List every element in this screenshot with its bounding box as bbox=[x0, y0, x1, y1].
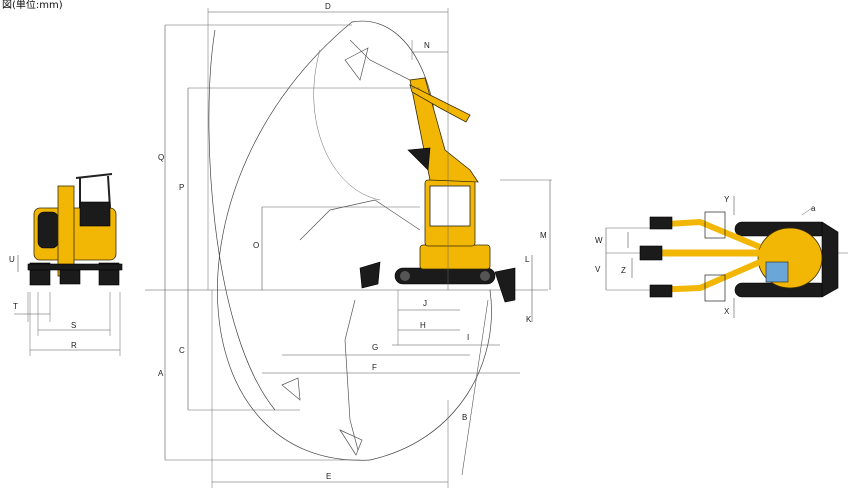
dim-label-Y: Y bbox=[724, 195, 730, 204]
dim-label-P: P bbox=[179, 183, 184, 192]
dim-label-D: D bbox=[325, 2, 331, 11]
front-boom bbox=[57, 185, 75, 277]
front-counterweight bbox=[37, 211, 59, 249]
dim-label-V: V bbox=[595, 265, 601, 274]
side-front-bucket bbox=[359, 261, 381, 289]
top-arm-upper-outline bbox=[704, 211, 726, 239]
dim-label-Z: Z bbox=[621, 266, 626, 275]
front-seat bbox=[79, 201, 111, 227]
dim-label-N: N bbox=[424, 41, 430, 50]
dim-label-Q: Q bbox=[158, 153, 164, 162]
front-bucket bbox=[59, 267, 81, 285]
dim-label-X: X bbox=[724, 307, 730, 316]
side-blade bbox=[494, 267, 516, 303]
ghost-arm-horizontal bbox=[299, 199, 421, 241]
top-view: W V Z Y X a bbox=[595, 195, 848, 318]
dim-label-T: T bbox=[13, 302, 18, 311]
top-bucket-upper bbox=[649, 216, 673, 230]
dim-label-K: K bbox=[526, 315, 532, 324]
ghost-arm-down bbox=[344, 299, 359, 451]
dim-label-I: I bbox=[467, 333, 469, 342]
dim-label-S: S bbox=[71, 321, 76, 330]
top-cab-roof bbox=[765, 261, 789, 283]
dim-label-U: U bbox=[9, 255, 15, 264]
dim-label-O: O bbox=[253, 241, 259, 250]
dim-label-H: H bbox=[420, 321, 426, 330]
dim-label-B: B bbox=[462, 413, 467, 422]
side-upper-body bbox=[419, 244, 491, 270]
dim-label-J: J bbox=[423, 299, 427, 308]
top-bucket-center bbox=[639, 245, 663, 261]
dim-label-F: F bbox=[372, 363, 377, 372]
dim-label-C: C bbox=[179, 346, 185, 355]
dim-label-W: W bbox=[595, 236, 603, 245]
side-bucket bbox=[407, 147, 431, 171]
top-arm-lower-outline bbox=[704, 274, 726, 302]
dim-label-R: R bbox=[71, 341, 77, 350]
ghost-bucket-bottom bbox=[339, 429, 363, 456]
front-blade bbox=[27, 263, 123, 271]
dim-label-G: G bbox=[372, 343, 378, 352]
ghost-bucket-top bbox=[344, 47, 369, 81]
top-blade bbox=[821, 221, 839, 298]
side-arm bbox=[409, 84, 471, 123]
side-cab-window bbox=[429, 185, 471, 227]
dim-label-E: E bbox=[326, 472, 331, 481]
dim-label-A: A bbox=[158, 369, 164, 378]
dim-label-L: L bbox=[525, 255, 530, 264]
dim-label-M: M bbox=[540, 231, 547, 240]
unit-label: 図(単位:mm) bbox=[2, 0, 63, 11]
outer-envelope bbox=[208, 29, 276, 411]
side-view: D N Q P O M L K J H I G C F A B E bbox=[145, 2, 552, 488]
inner-envelope bbox=[313, 49, 381, 201]
dim-label-a: a bbox=[811, 204, 816, 213]
ghost-bucket-left bbox=[281, 377, 301, 401]
top-bucket-lower bbox=[649, 284, 673, 298]
dig-envelope bbox=[369, 289, 492, 461]
front-view: U T S R bbox=[9, 173, 123, 356]
max-reach-envelope bbox=[217, 21, 371, 461]
